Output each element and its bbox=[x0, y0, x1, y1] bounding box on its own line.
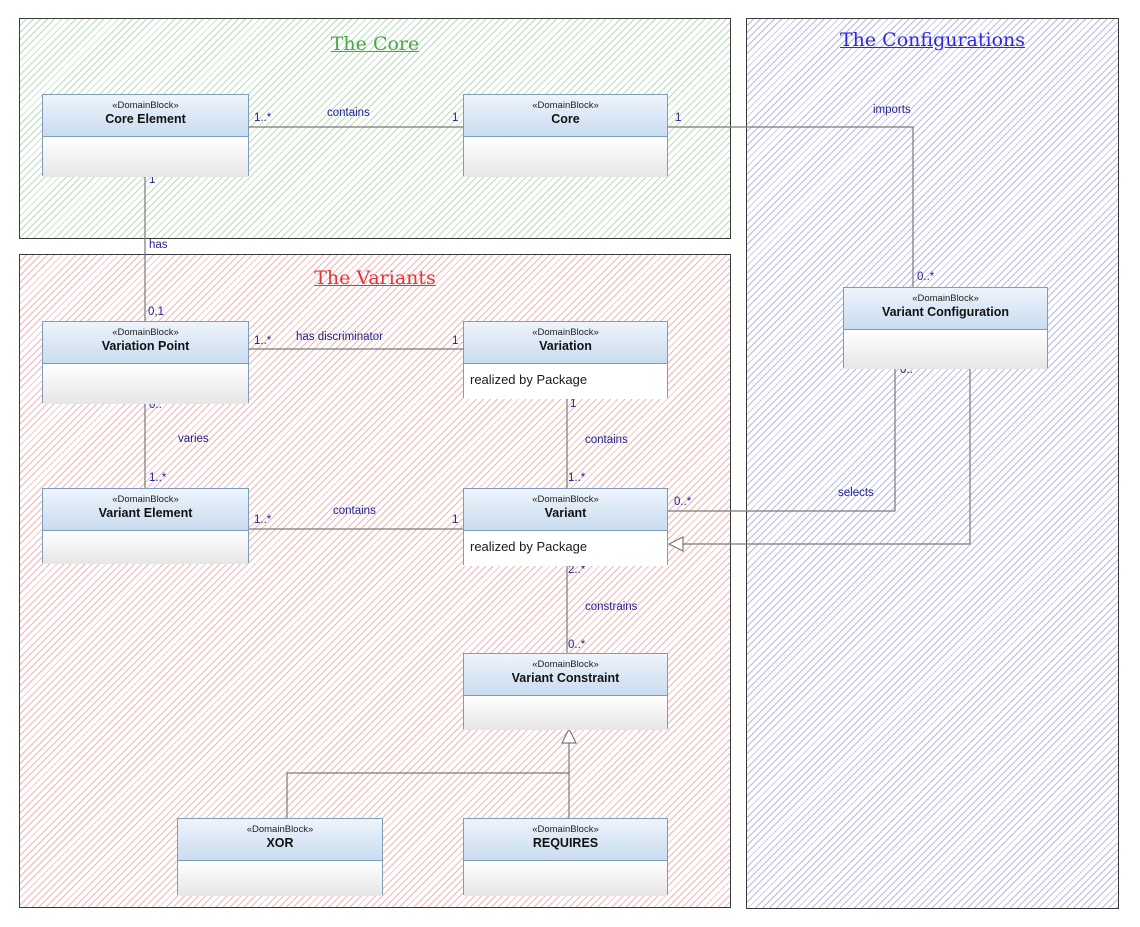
has-mult-b: 0,1 bbox=[148, 306, 164, 318]
has-discriminator-label: has discriminator bbox=[296, 331, 383, 343]
constrains-label: constrains bbox=[585, 601, 638, 613]
variant-block-name: Variant bbox=[544, 506, 587, 520]
stereotype-label: «DomainBlock» bbox=[532, 494, 599, 505]
variant-constraint-block[interactable]: «DomainBlock» Variant Constraint bbox=[463, 653, 668, 730]
has-discriminator-mult-a: 1..* bbox=[254, 335, 272, 347]
selects-mult-a: 0..* bbox=[674, 496, 692, 508]
variation-block[interactable]: «DomainBlock» Variation realized by Pack… bbox=[463, 321, 668, 399]
requires-block-header: «DomainBlock» REQUIRES bbox=[464, 819, 667, 861]
variant-configuration-block-name: Variant Configuration bbox=[881, 305, 1010, 319]
configurations-region: The Configurations bbox=[746, 18, 1119, 909]
xor-block-name: XOR bbox=[266, 836, 294, 850]
xor-block[interactable]: «DomainBlock» XOR bbox=[177, 818, 383, 896]
imports-label: imports bbox=[873, 104, 911, 116]
selects-connector[interactable] bbox=[668, 368, 896, 512]
core-block[interactable]: «DomainBlock» Core bbox=[463, 94, 668, 177]
stereotype-label: «DomainBlock» bbox=[532, 659, 599, 670]
stereotype-label: «DomainBlock» bbox=[532, 327, 599, 338]
stereotype-label: «DomainBlock» bbox=[912, 293, 979, 304]
variant-realized-by: realized by Package bbox=[470, 539, 588, 554]
variant-block[interactable]: «DomainBlock» Variant realized by Packag… bbox=[463, 488, 668, 566]
core-element-block[interactable]: «DomainBlock» Core Element bbox=[42, 94, 249, 177]
core-block-compartment bbox=[464, 137, 667, 177]
core-element-block-compartment bbox=[43, 137, 248, 177]
variation-point-block[interactable]: «DomainBlock» Variation Point bbox=[42, 321, 249, 404]
core-contains-mult-a: 1..* bbox=[254, 112, 272, 124]
variants-region-title: The Variants bbox=[314, 267, 436, 289]
variant-configuration-block-header: «DomainBlock» Variant Configuration bbox=[844, 288, 1047, 330]
variant-element-block-compartment bbox=[43, 531, 248, 564]
variant-configuration-block[interactable]: «DomainBlock» Variant Configuration bbox=[843, 287, 1048, 369]
variant-element-block-header: «DomainBlock» Variant Element bbox=[43, 489, 248, 531]
imports-connector[interactable] bbox=[668, 126, 914, 287]
variation-block-name: Variation bbox=[539, 339, 592, 353]
variation-point-block-name: Variation Point bbox=[101, 339, 190, 353]
constrains-mult-a: 2..* bbox=[568, 564, 586, 576]
core-element-block-name: Core Element bbox=[105, 112, 186, 126]
configuration-generalization-connector[interactable] bbox=[683, 368, 971, 545]
variation-point-block-compartment bbox=[43, 364, 248, 404]
stereotype-label: «DomainBlock» bbox=[112, 494, 179, 505]
variant-constraint-block-compartment bbox=[464, 696, 667, 730]
variation-block-compartment: realized by Package bbox=[464, 364, 667, 399]
requires-block-name: REQUIRES bbox=[532, 836, 599, 850]
variant-element-block[interactable]: «DomainBlock» Variant Element bbox=[42, 488, 249, 564]
variant-constraint-block-header: «DomainBlock» Variant Constraint bbox=[464, 654, 667, 696]
generalization-arrowhead bbox=[667, 536, 684, 552]
has-label: has bbox=[149, 239, 168, 251]
variant-element-block-name: Variant Element bbox=[98, 506, 193, 520]
variant-block-compartment: realized by Package bbox=[464, 531, 667, 566]
selects-label: selects bbox=[838, 487, 874, 499]
imports-mult-a: 1 bbox=[675, 112, 682, 124]
constraint-generalization-arrowhead bbox=[561, 727, 577, 744]
variant-constraint-block-name: Variant Constraint bbox=[511, 671, 620, 685]
stereotype-label: «DomainBlock» bbox=[112, 327, 179, 338]
xor-block-header: «DomainBlock» XOR bbox=[178, 819, 382, 861]
variant-element-contains-label: contains bbox=[333, 505, 376, 517]
stereotype-label: «DomainBlock» bbox=[532, 100, 599, 111]
variant-configuration-block-compartment bbox=[844, 330, 1047, 369]
variation-contains-label: contains bbox=[585, 434, 628, 446]
stereotype-label: «DomainBlock» bbox=[246, 824, 314, 835]
variation-contains-mult-b: 1..* bbox=[568, 472, 586, 484]
requires-block-compartment bbox=[464, 861, 667, 896]
core-contains-label: contains bbox=[327, 107, 370, 119]
core-region-title: The Core bbox=[330, 33, 420, 55]
varies-mult-b: 1..* bbox=[149, 472, 167, 484]
variant-element-contains-mult-a: 1..* bbox=[254, 514, 272, 526]
variation-point-block-header: «DomainBlock» Variation Point bbox=[43, 322, 248, 364]
configurations-region-title: The Configurations bbox=[839, 29, 1026, 51]
core-block-name: Core bbox=[551, 112, 580, 126]
imports-mult-b: 0..* bbox=[917, 271, 935, 283]
xor-generalization-connector[interactable] bbox=[286, 772, 569, 818]
stereotype-label: «DomainBlock» bbox=[532, 824, 599, 835]
constrains-mult-b: 0..* bbox=[568, 639, 586, 651]
varies-label: varies bbox=[178, 433, 209, 445]
core-element-block-header: «DomainBlock» Core Element bbox=[43, 95, 248, 137]
stereotype-label: «DomainBlock» bbox=[112, 100, 179, 111]
has-discriminator-mult-b: 1 bbox=[452, 335, 459, 347]
xor-block-compartment bbox=[178, 861, 382, 896]
variant-block-header: «DomainBlock» Variant bbox=[464, 489, 667, 531]
core-block-header: «DomainBlock» Core bbox=[464, 95, 667, 137]
core-contains-mult-b: 1 bbox=[452, 112, 459, 124]
requires-block[interactable]: «DomainBlock» REQUIRES bbox=[463, 818, 668, 896]
has-mult-a: 1 bbox=[149, 174, 156, 186]
variant-element-contains-mult-b: 1 bbox=[452, 514, 459, 526]
variation-contains-mult-a: 1 bbox=[570, 398, 577, 410]
variation-realized-by: realized by Package bbox=[470, 372, 588, 387]
variation-block-header: «DomainBlock» Variation bbox=[464, 322, 667, 364]
